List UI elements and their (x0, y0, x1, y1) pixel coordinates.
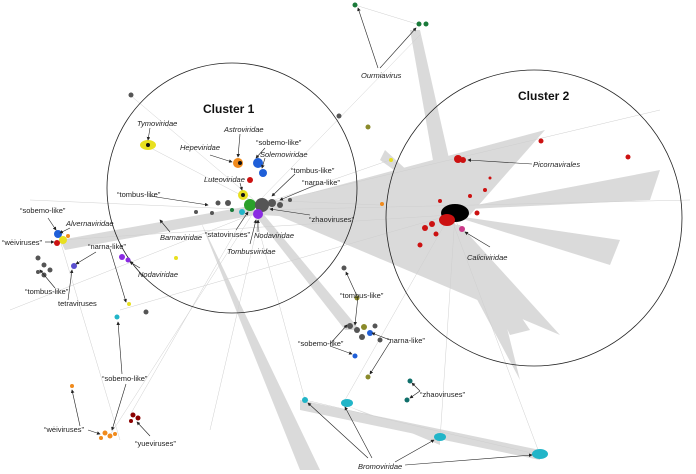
label-solemoviridae: Solemoviridae (260, 150, 308, 159)
label-tombus-like-top: “tombus-like” (291, 166, 335, 175)
label-sobemo-like-left: “sobemo-like” (20, 206, 66, 215)
cluster-1-title: Cluster 1 (203, 102, 255, 116)
label-hepeviridae: Hepeviridae (180, 143, 220, 152)
label-nodaviridae-c1: Nodaviridae (254, 231, 294, 240)
edge-bundles (60, 30, 660, 470)
label-zhaoviruses-top: “zhaoviruses” (309, 215, 355, 224)
label-tombus-like-low: “tombus-like” (340, 291, 384, 300)
cluster-2-title: Cluster 2 (518, 89, 570, 103)
label-sobemo-like-low: “sobemo-like” (298, 339, 344, 348)
label-tymoviridae: Tymoviridae (137, 119, 177, 128)
label-ourmiavirus: Ourmiavirus (361, 71, 402, 80)
label-barnaviridae: Barnaviridae (160, 233, 202, 242)
label-picornavirales: Picornavirales (533, 160, 580, 169)
annotation-arrows (39, 7, 533, 466)
nodes (35, 2, 631, 459)
label-bromoviridae: Bromoviridae (358, 462, 402, 471)
label-zhaoviruses-low: “zhaoviruses” (420, 390, 466, 399)
labels: Ourmiavirus Tymoviridae Astroviridae Hep… (2, 71, 580, 471)
label-weiviruses-bottom: “wėiviruses” (44, 425, 85, 434)
label-luteoviridae: Luteoviridae (204, 175, 245, 184)
label-tombus-like-mid: “tombus-like” (117, 190, 161, 199)
label-tetraviruses: tetraviruses (58, 299, 97, 308)
label-statoviruses: “statoviruses” (205, 230, 251, 239)
label-sobemo-like-top: “sobemo-like” (256, 138, 302, 147)
label-alvernaviridae: Alvernaviridae (65, 219, 114, 228)
label-astroviridae: Astroviridae (223, 125, 264, 134)
label-weiviruses-left: “wėiviruses” (2, 238, 43, 247)
label-narna-like-top: “narna-like” (302, 178, 340, 187)
cluster-2-circle (385, 69, 683, 367)
label-tombusviridae: Tombusviridae (227, 247, 276, 256)
label-narna-like-left: “narna-like” (88, 242, 126, 251)
label-narna-like-low: “narna-like” (387, 336, 425, 345)
label-sobemo-like-bottom: “sobemo-like” (102, 374, 148, 383)
label-tombus-like-left: “tombus-like” (25, 287, 69, 296)
label-nodaviridae-left: Nodaviridae (138, 270, 178, 279)
label-caliciviridae: Caliciviridae (467, 253, 507, 262)
cluster-1-circle (106, 62, 358, 314)
label-yueviruses: “yueviruses” (135, 439, 176, 448)
